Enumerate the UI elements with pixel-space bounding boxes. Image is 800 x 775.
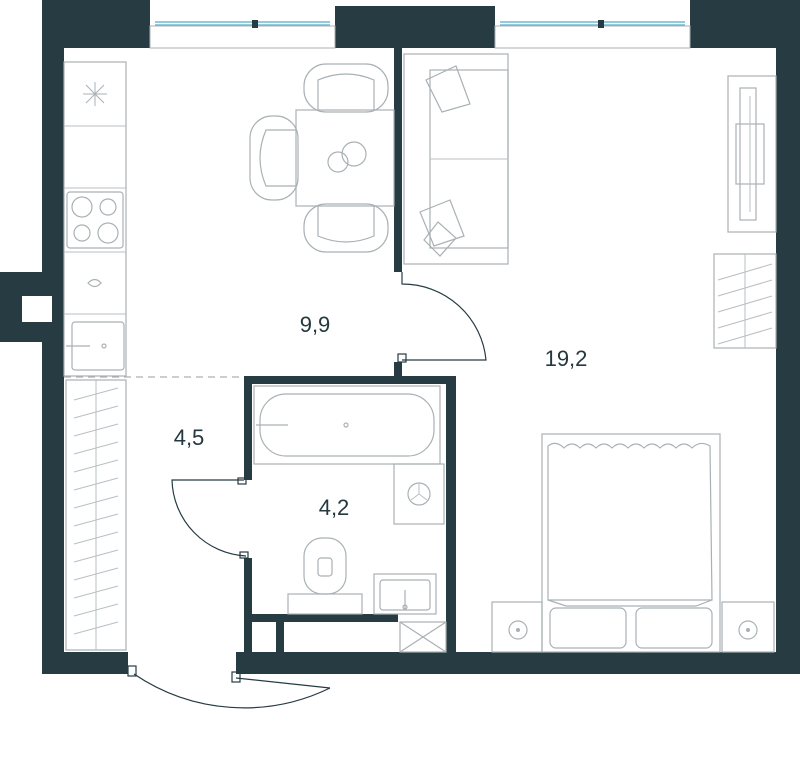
wall-left-niche [22,296,52,322]
chair-left [249,115,299,201]
water-drop-icon [87,278,102,288]
hall-area-label: 4,5 [174,425,205,450]
bathroom-furniture [253,385,447,653]
nightstand-left [491,601,543,653]
fridge-icon [83,82,107,106]
bed [541,433,721,653]
windows [149,20,691,49]
door-entrance [127,665,331,709]
toilet [287,537,363,615]
nightstand-right [721,601,775,653]
ventilation-shaft [399,621,447,653]
wall-partition-upper [394,48,402,272]
living-area-label: 19,2 [545,346,588,371]
wall-top-middle [335,6,495,48]
kitchen-counter [63,61,127,377]
sofa [403,53,509,265]
doors [127,272,487,709]
shelf [713,253,777,349]
chair-top [303,63,389,113]
wall-bath-right [446,376,456,658]
door-living [397,272,487,363]
wall-bath-top [244,376,456,384]
cooktop-icon [66,191,124,249]
living-furniture [403,53,777,653]
hall-furniture [65,379,127,651]
wall-right [776,30,800,674]
kitchen-furniture [63,61,395,378]
washing-machine [393,463,445,525]
door-bathroom [171,477,249,559]
bathroom-area-label: 4,2 [319,495,350,520]
dining-table [295,109,395,207]
kitchen-sink-icon [66,321,125,371]
wall-bath-left-lower [244,558,252,658]
chair-bottom [303,203,389,253]
wall-bath-left-upper [244,376,252,480]
wall-bath-inner [252,614,398,622]
walls [0,0,800,674]
bathtub [253,385,441,465]
wardrobe-hangers [73,387,119,635]
wall-bath-post [276,614,284,654]
window-kitchen [149,20,336,49]
kitchen-area-label: 9,9 [300,312,331,337]
window-living [494,20,691,49]
wall-bottom-left [42,652,128,674]
wall-bottom-right [236,652,800,674]
wall-partition-lower [394,362,402,378]
tv-stand [727,75,777,233]
bathroom-sink [373,573,437,615]
